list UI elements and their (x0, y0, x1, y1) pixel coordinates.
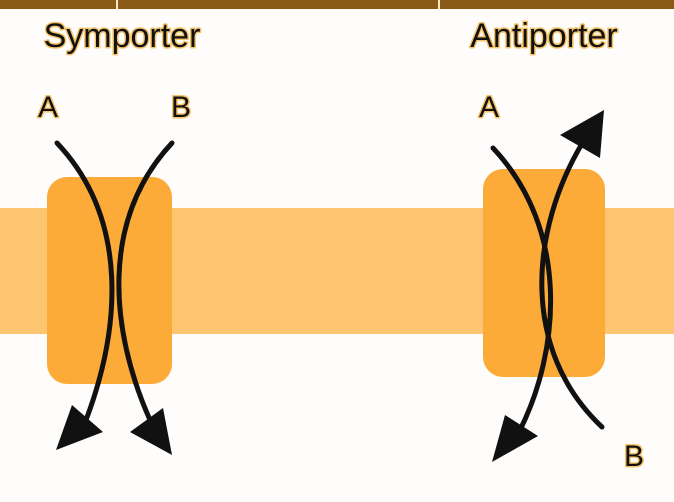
symporter-label-b: B (171, 91, 191, 124)
symporter-arrow-b (116, 140, 175, 423)
antiporter-label-a: A (479, 91, 499, 124)
top-bar-segment (0, 0, 118, 9)
symporter-arrow-a (54, 140, 115, 423)
antiporter-arrow-b (539, 139, 605, 430)
antiporter-label-b: B (624, 440, 644, 473)
antiporter-title: Antiporter (470, 17, 617, 55)
top-bar-segment (118, 0, 440, 9)
symporter-arrows (54, 140, 175, 455)
symporter-arrow-b-head (130, 408, 172, 455)
symporter-arrow-a-head (56, 405, 103, 450)
symporter-label-a: A (38, 91, 58, 124)
antiporter-arrow-a (490, 145, 554, 433)
symporter-title: Symporter (44, 17, 201, 55)
antiporter-arrows (490, 110, 605, 462)
antiporter-arrow-a-head (492, 415, 538, 462)
antiporter-arrow-b-head (560, 110, 604, 158)
top-bar (0, 0, 674, 9)
